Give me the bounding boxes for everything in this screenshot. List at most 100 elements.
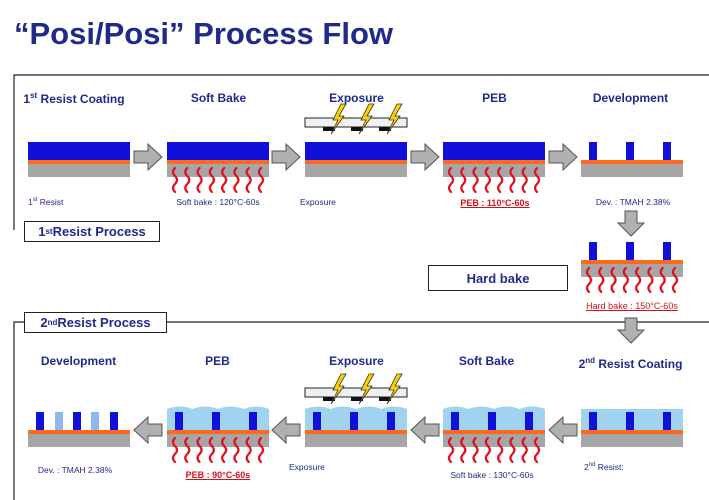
s2-step2-pattern-0 [175, 412, 183, 430]
s2-step1-substrate [28, 434, 130, 447]
hb-heat-6 [659, 266, 666, 294]
s1-step3-mask-chrome-0 [323, 127, 335, 131]
s2-step3-pattern-2 [387, 412, 395, 430]
s1-step2-heat-2 [196, 166, 203, 194]
s1-step3-mask-chrome-2 [379, 127, 391, 131]
s2-step5-pattern-1 [626, 412, 634, 430]
hb-substrate [581, 264, 683, 277]
s2-step3-underlayer [305, 430, 407, 434]
s2-step4-heat-2 [472, 436, 479, 464]
s2-step3-mask-chrome-1 [351, 397, 363, 401]
s1-step3-flash-1 [358, 103, 375, 135]
s2-step3-mask-chrome-0 [323, 397, 335, 401]
step1-4-header: PEB [482, 91, 507, 105]
s2-step3-pattern-0 [313, 412, 321, 430]
s2-step5-pattern-2 [663, 412, 671, 430]
s2-step4-heat-5 [509, 436, 516, 464]
s1-step2-heat-6 [245, 166, 252, 194]
s2-step1-underlayer [28, 430, 130, 434]
page-title: “Posi/Posi” Process Flow [14, 16, 394, 51]
s1-arrow-1 [133, 142, 163, 172]
step2-1-caption: Dev. : TMAH 2.38% [37, 465, 113, 475]
hb-heat-1 [598, 266, 605, 294]
s1-step4-heat-2 [472, 166, 479, 194]
s2-step2-heat-0 [171, 436, 179, 464]
s2-step4-pattern-2 [525, 412, 533, 430]
s2-step4-pattern-1 [488, 412, 496, 430]
s1-step4-resist [443, 142, 545, 160]
s1-step3-substrate [305, 164, 407, 177]
s1-step4-underlayer [443, 160, 545, 164]
s2-step2-heat-7 [257, 436, 265, 464]
section2-frame [13, 321, 709, 500]
section1-frame [13, 74, 709, 230]
s1-step5-pattern-2 [663, 142, 671, 160]
s1-step3-flash-2 [386, 103, 403, 135]
s1-step5-pattern-1 [626, 142, 634, 160]
s2-step5-underlayer [581, 430, 683, 434]
step1-2-header: Soft Bake [190, 91, 247, 105]
s2-step2-heat-3 [208, 436, 215, 464]
s2-step4-heat-1 [460, 436, 467, 464]
step1-3-caption: Exposure [300, 197, 336, 207]
s2-step3-mask-chrome-2 [379, 397, 391, 401]
step2-5-caption: 2nd Resist: [584, 462, 624, 472]
s1-step4-substrate [443, 164, 545, 177]
s2-step2-heat-2 [196, 436, 203, 464]
s2-step4-heat-7 [533, 436, 541, 464]
hb-heat-5 [647, 266, 654, 294]
step2-2-header: PEB [205, 354, 230, 368]
s1-arrow-down [616, 210, 646, 237]
step1-4-caption: PEB : 110°C-60s [460, 198, 530, 208]
s2-step1-light-pattern-1 [91, 412, 99, 430]
s1-step3-flash-0 [330, 103, 347, 135]
s1-step2-heat-7 [257, 166, 265, 194]
s1-step2-heat-4 [221, 166, 228, 194]
s2-step1-mid-pattern-0 [73, 412, 81, 430]
step1-1-header: 1st Resist Coating [23, 91, 125, 106]
s2-arrow-3 [271, 415, 301, 445]
hb-pattern-1 [626, 242, 634, 260]
hb-heat-7 [671, 266, 679, 294]
hb-heat-2 [610, 266, 617, 294]
hb-underlayer [581, 260, 683, 264]
s2-step2-heat-1 [184, 436, 191, 464]
s1-step2-heat-3 [208, 166, 215, 194]
s1-step1-substrate [28, 164, 130, 177]
s2-step2-underlayer [167, 430, 269, 434]
s1-step3-mask-chrome-1 [351, 127, 363, 131]
hb-arrow-down [616, 317, 646, 344]
s2-step5-pattern-0 [589, 412, 597, 430]
s1-step4-heat-6 [521, 166, 528, 194]
s2-arrow-2 [410, 415, 440, 445]
step2-4-caption: Soft bake : 130°C-60s [450, 470, 534, 480]
s2-step1-pattern-1 [110, 412, 118, 430]
s2-step5-substrate [581, 434, 683, 447]
s1-step2-substrate [167, 164, 269, 177]
s2-step3-flash-1 [358, 373, 375, 405]
s2-step2-heat-5 [233, 436, 240, 464]
s1-step3-resist [305, 142, 407, 160]
hard-bake-label: Hard bake [428, 265, 568, 291]
s1-arrow-3 [410, 142, 440, 172]
s2-arrow-4 [133, 415, 163, 445]
s1-step2-heat-1 [184, 166, 191, 194]
s2-step4-underlayer [443, 430, 545, 434]
s2-step2-heat-6 [245, 436, 252, 464]
s1-step2-resist [167, 142, 269, 160]
s1-step5-substrate [581, 164, 683, 177]
s1-step1-resist [28, 142, 130, 160]
s1-arrow-2 [271, 142, 301, 172]
s2-step3-substrate [305, 434, 407, 447]
s2-step2-heat-4 [221, 436, 228, 464]
s2-step4-heat-4 [497, 436, 504, 464]
s1-step1-underlayer [28, 160, 130, 164]
hb-heat-4 [635, 266, 642, 294]
s2-step2-pattern-1 [212, 412, 220, 430]
step1-1-caption: 1st Resist [28, 197, 64, 207]
s2-step1-light-pattern-0 [55, 412, 63, 430]
hard-bake-caption: Hard bake : 150°C-60s [586, 301, 678, 311]
s1-step5-underlayer [581, 160, 683, 164]
s2-step2-substrate [167, 434, 269, 447]
